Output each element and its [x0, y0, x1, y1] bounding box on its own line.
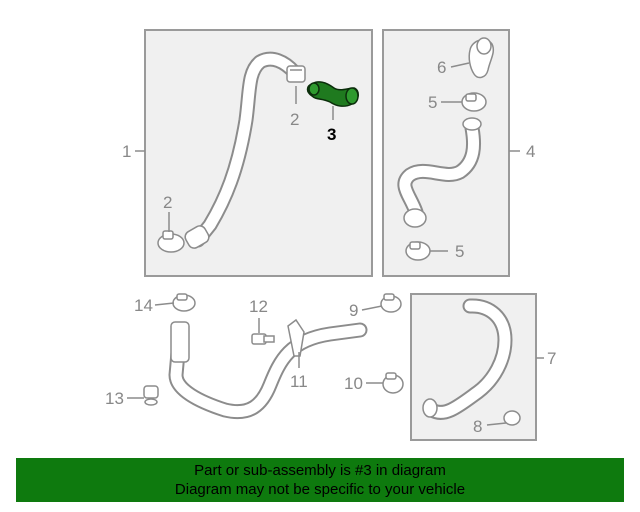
part-14-clamp[interactable] [172, 293, 196, 312]
callout-5-lower: 5 [455, 242, 464, 261]
callout-9: 9 [349, 301, 358, 320]
part-6-connector[interactable] [468, 37, 495, 79]
part-2-clamp-lower[interactable] [157, 230, 185, 253]
callout-2-upper: 2 [290, 110, 299, 129]
banner-line-1: Part or sub-assembly is #3 in diagram [194, 462, 446, 479]
part-2-clamp-upper[interactable] [286, 65, 306, 83]
part-13-bolt[interactable] [143, 385, 159, 406]
part-5-clamp-upper[interactable] [461, 92, 487, 112]
part-10-clamp[interactable] [382, 372, 404, 394]
info-banner: Part or sub-assembly is #3 in diagram Di… [16, 458, 624, 502]
callout-6: 6 [437, 58, 446, 77]
callout-12: 12 [249, 297, 268, 316]
callout-10: 10 [344, 374, 363, 393]
callout-5-upper: 5 [428, 93, 437, 112]
callout-1: 1 [122, 142, 131, 161]
callout-2-lower: 2 [163, 193, 172, 212]
callout-13: 13 [105, 389, 124, 408]
part-9-clamp[interactable] [380, 293, 402, 313]
callout-8: 8 [473, 417, 482, 436]
part-5-clamp-lower[interactable] [405, 241, 431, 261]
leader-lines [127, 62, 544, 426]
part-3-elbow-hose-highlight[interactable] [306, 81, 359, 107]
parts-diagram: 1 2 2 3 4 5 5 6 7 8 9 10 11 12 13 14 [105, 29, 556, 441]
callout-4: 4 [526, 142, 535, 161]
part-12-bolt[interactable] [251, 333, 275, 345]
part-7-hose[interactable] [422, 298, 513, 420]
part-1-hose[interactable] [183, 51, 302, 250]
banner-line-2: Diagram may not be specific to your vehi… [174, 481, 466, 498]
callout-11: 11 [290, 372, 308, 391]
part-11-pipe[interactable] [168, 318, 368, 419]
callout-7: 7 [547, 349, 556, 368]
callout-14: 14 [134, 296, 153, 315]
callout-3: 3 [327, 125, 336, 144]
part-4-hose[interactable] [397, 117, 482, 228]
part-8-clamp[interactable] [503, 410, 521, 426]
